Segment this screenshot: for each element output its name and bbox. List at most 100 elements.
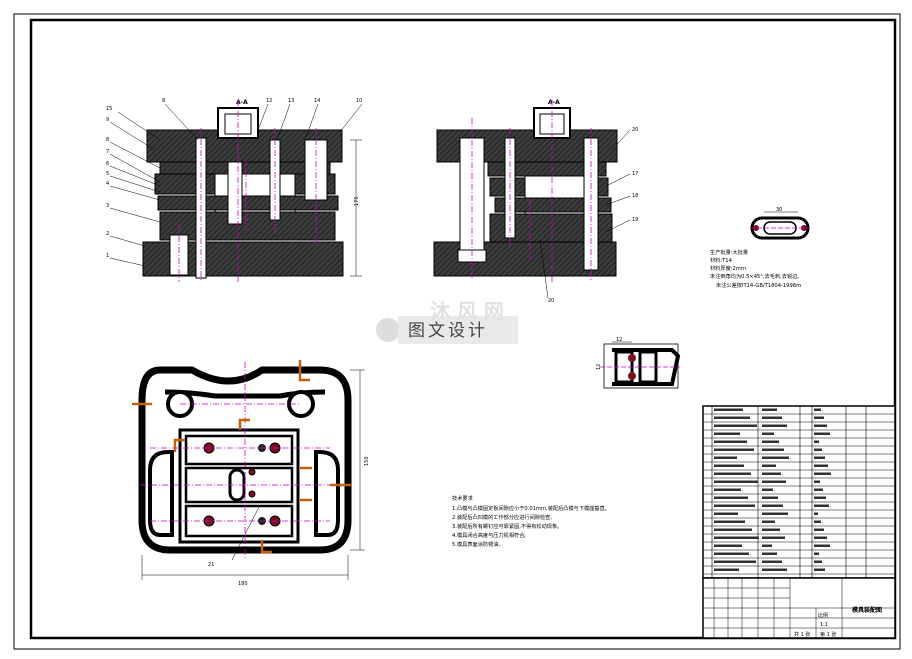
svg-text:13: 13 (288, 98, 294, 104)
svg-text:8: 8 (162, 98, 165, 104)
bom-cell-text (762, 528, 780, 531)
bom-cell-text (814, 424, 827, 427)
bom-cell-text (762, 432, 774, 435)
bom-cell-text (762, 480, 786, 483)
svg-text:20: 20 (632, 127, 638, 133)
bom-cell-text (714, 456, 737, 459)
bom-cell-text (762, 440, 779, 443)
bom-cell-text (714, 424, 757, 427)
bom-cell-text (814, 464, 828, 467)
svg-text:12: 12 (616, 337, 622, 343)
svg-text:未注公差按IT14-GB/T1804-1998m: 未注公差按IT14-GB/T1804-1998m (716, 281, 801, 289)
bom-cell-text (762, 448, 784, 451)
bom-cell-text (814, 456, 825, 459)
svg-text:1:1: 1:1 (820, 622, 828, 628)
svg-text:3: 3 (106, 203, 109, 209)
svg-text:5.模具表面涂防锈油。: 5.模具表面涂防锈油。 (452, 540, 504, 548)
bom-cell-text (762, 504, 783, 507)
svg-text:2.装配后凸凹模的工作部分应进行间隙检查,: 2.装配后凸凹模的工作部分应进行间隙检查, (452, 513, 552, 521)
bom-cell-text (714, 528, 752, 531)
dim-plan-width: 180 (238, 581, 248, 587)
bom-cell-text (814, 568, 825, 571)
bom-cell-text (714, 544, 742, 547)
bom-cell-text (714, 480, 758, 483)
svg-text:19: 19 (632, 217, 638, 223)
parts-list (702, 405, 896, 579)
bom-cell-text (762, 408, 777, 411)
svg-text:材料厚度:2mm: 材料厚度:2mm (710, 264, 746, 272)
svg-text:1: 1 (106, 253, 109, 259)
right-section-view: A-A 20 17 18 19 20 (433, 99, 638, 304)
bom-cell-text (814, 544, 830, 547)
bom-cell-text (762, 544, 772, 547)
dim-plan-height: 150 (364, 456, 370, 466)
bom-cell-text (814, 488, 823, 491)
svg-text:比例: 比例 (818, 612, 828, 619)
svg-text:8: 8 (106, 137, 109, 143)
bom-cell-text (714, 560, 756, 563)
bom-cell-text (714, 512, 738, 515)
svg-text:第 1 张: 第 1 张 (820, 631, 836, 638)
bom-cell-text (714, 464, 744, 467)
left-section-view: A-A (106, 98, 362, 282)
section-label-right: A-A (548, 99, 560, 106)
svg-text:17: 17 (632, 171, 638, 177)
bom-cell-text (714, 472, 751, 475)
dim-part-width: 30 (776, 207, 782, 213)
svg-text:材料:T14: 材料:T14 (710, 256, 733, 264)
bom-cell-text (762, 520, 775, 523)
bom-cell-text (714, 488, 741, 491)
technical-requirements: 技术要求 1.凸模与凸模固定板间隙应小于0.01mm,装配后凸模与下模座垂直。 … (452, 494, 610, 548)
bom-cell-text (762, 560, 782, 563)
bom-cell-text (814, 448, 822, 451)
bom-cell-text (814, 560, 822, 563)
svg-text:6: 6 (106, 161, 109, 167)
drawing-title: 模具装配图 (852, 606, 882, 614)
bom-cell-text (814, 528, 824, 531)
bom-cell-text (762, 496, 778, 499)
watermark-text: 图文设计 (408, 321, 488, 341)
bom-cell-text (814, 472, 831, 475)
inner-frame (29, 18, 897, 640)
svg-text:技术要求: 技术要求 (452, 494, 474, 502)
svg-text:10: 10 (356, 98, 362, 104)
svg-text:5: 5 (106, 171, 109, 177)
svg-text:4: 4 (106, 181, 109, 187)
bom-cell-text (714, 432, 740, 435)
bom-cell-text (762, 464, 776, 467)
bom-cell-text (762, 424, 787, 427)
bom-cell-text (814, 432, 830, 435)
svg-text:7: 7 (106, 149, 109, 155)
svg-text:18: 18 (632, 193, 638, 199)
bom-cell-text (814, 552, 819, 555)
bom-cell-text (814, 504, 829, 507)
bom-cell-text (762, 552, 777, 555)
bom-cell-text (814, 440, 819, 443)
dim-section-height: 175 (354, 196, 360, 206)
part-spec: 生产批量:大批量 材料:T14 材料厚度:2mm 未注倒角均为0.5×45°,去… (710, 248, 803, 289)
bom-cell-text (714, 504, 755, 507)
bom-cell-text (762, 416, 782, 419)
plan-view: 180 150 21 (132, 360, 370, 587)
bom-cell-text (814, 496, 826, 499)
svg-text:20: 20 (548, 298, 554, 304)
bom-cell-text (714, 440, 747, 443)
svg-text:未注倒角均为0.5×45°,去毛刺,去锐边。: 未注倒角均为0.5×45°,去毛刺,去锐边。 (710, 272, 803, 280)
svg-text:12: 12 (266, 98, 272, 104)
bom-cell-text (814, 512, 818, 515)
bom-cell-text (762, 536, 785, 539)
outer-frame (13, 13, 901, 650)
bom-cell-text (814, 520, 821, 523)
section-label-left: A-A (236, 99, 248, 106)
bom-cell-text (814, 416, 824, 419)
bom-cell-text (714, 536, 759, 539)
bom-cell-text (762, 488, 773, 491)
bom-cell-text (814, 480, 820, 483)
bom-cell-text (762, 472, 781, 475)
bom-cell-text (814, 536, 827, 539)
watermark: 图文设计 沐 风 网 (376, 299, 518, 344)
svg-text:4.模具闭合高度与压力机相符合。: 4.模具闭合高度与压力机相符合。 (452, 531, 530, 539)
svg-text:9: 9 (106, 117, 109, 123)
bom-cell-text (714, 496, 748, 499)
